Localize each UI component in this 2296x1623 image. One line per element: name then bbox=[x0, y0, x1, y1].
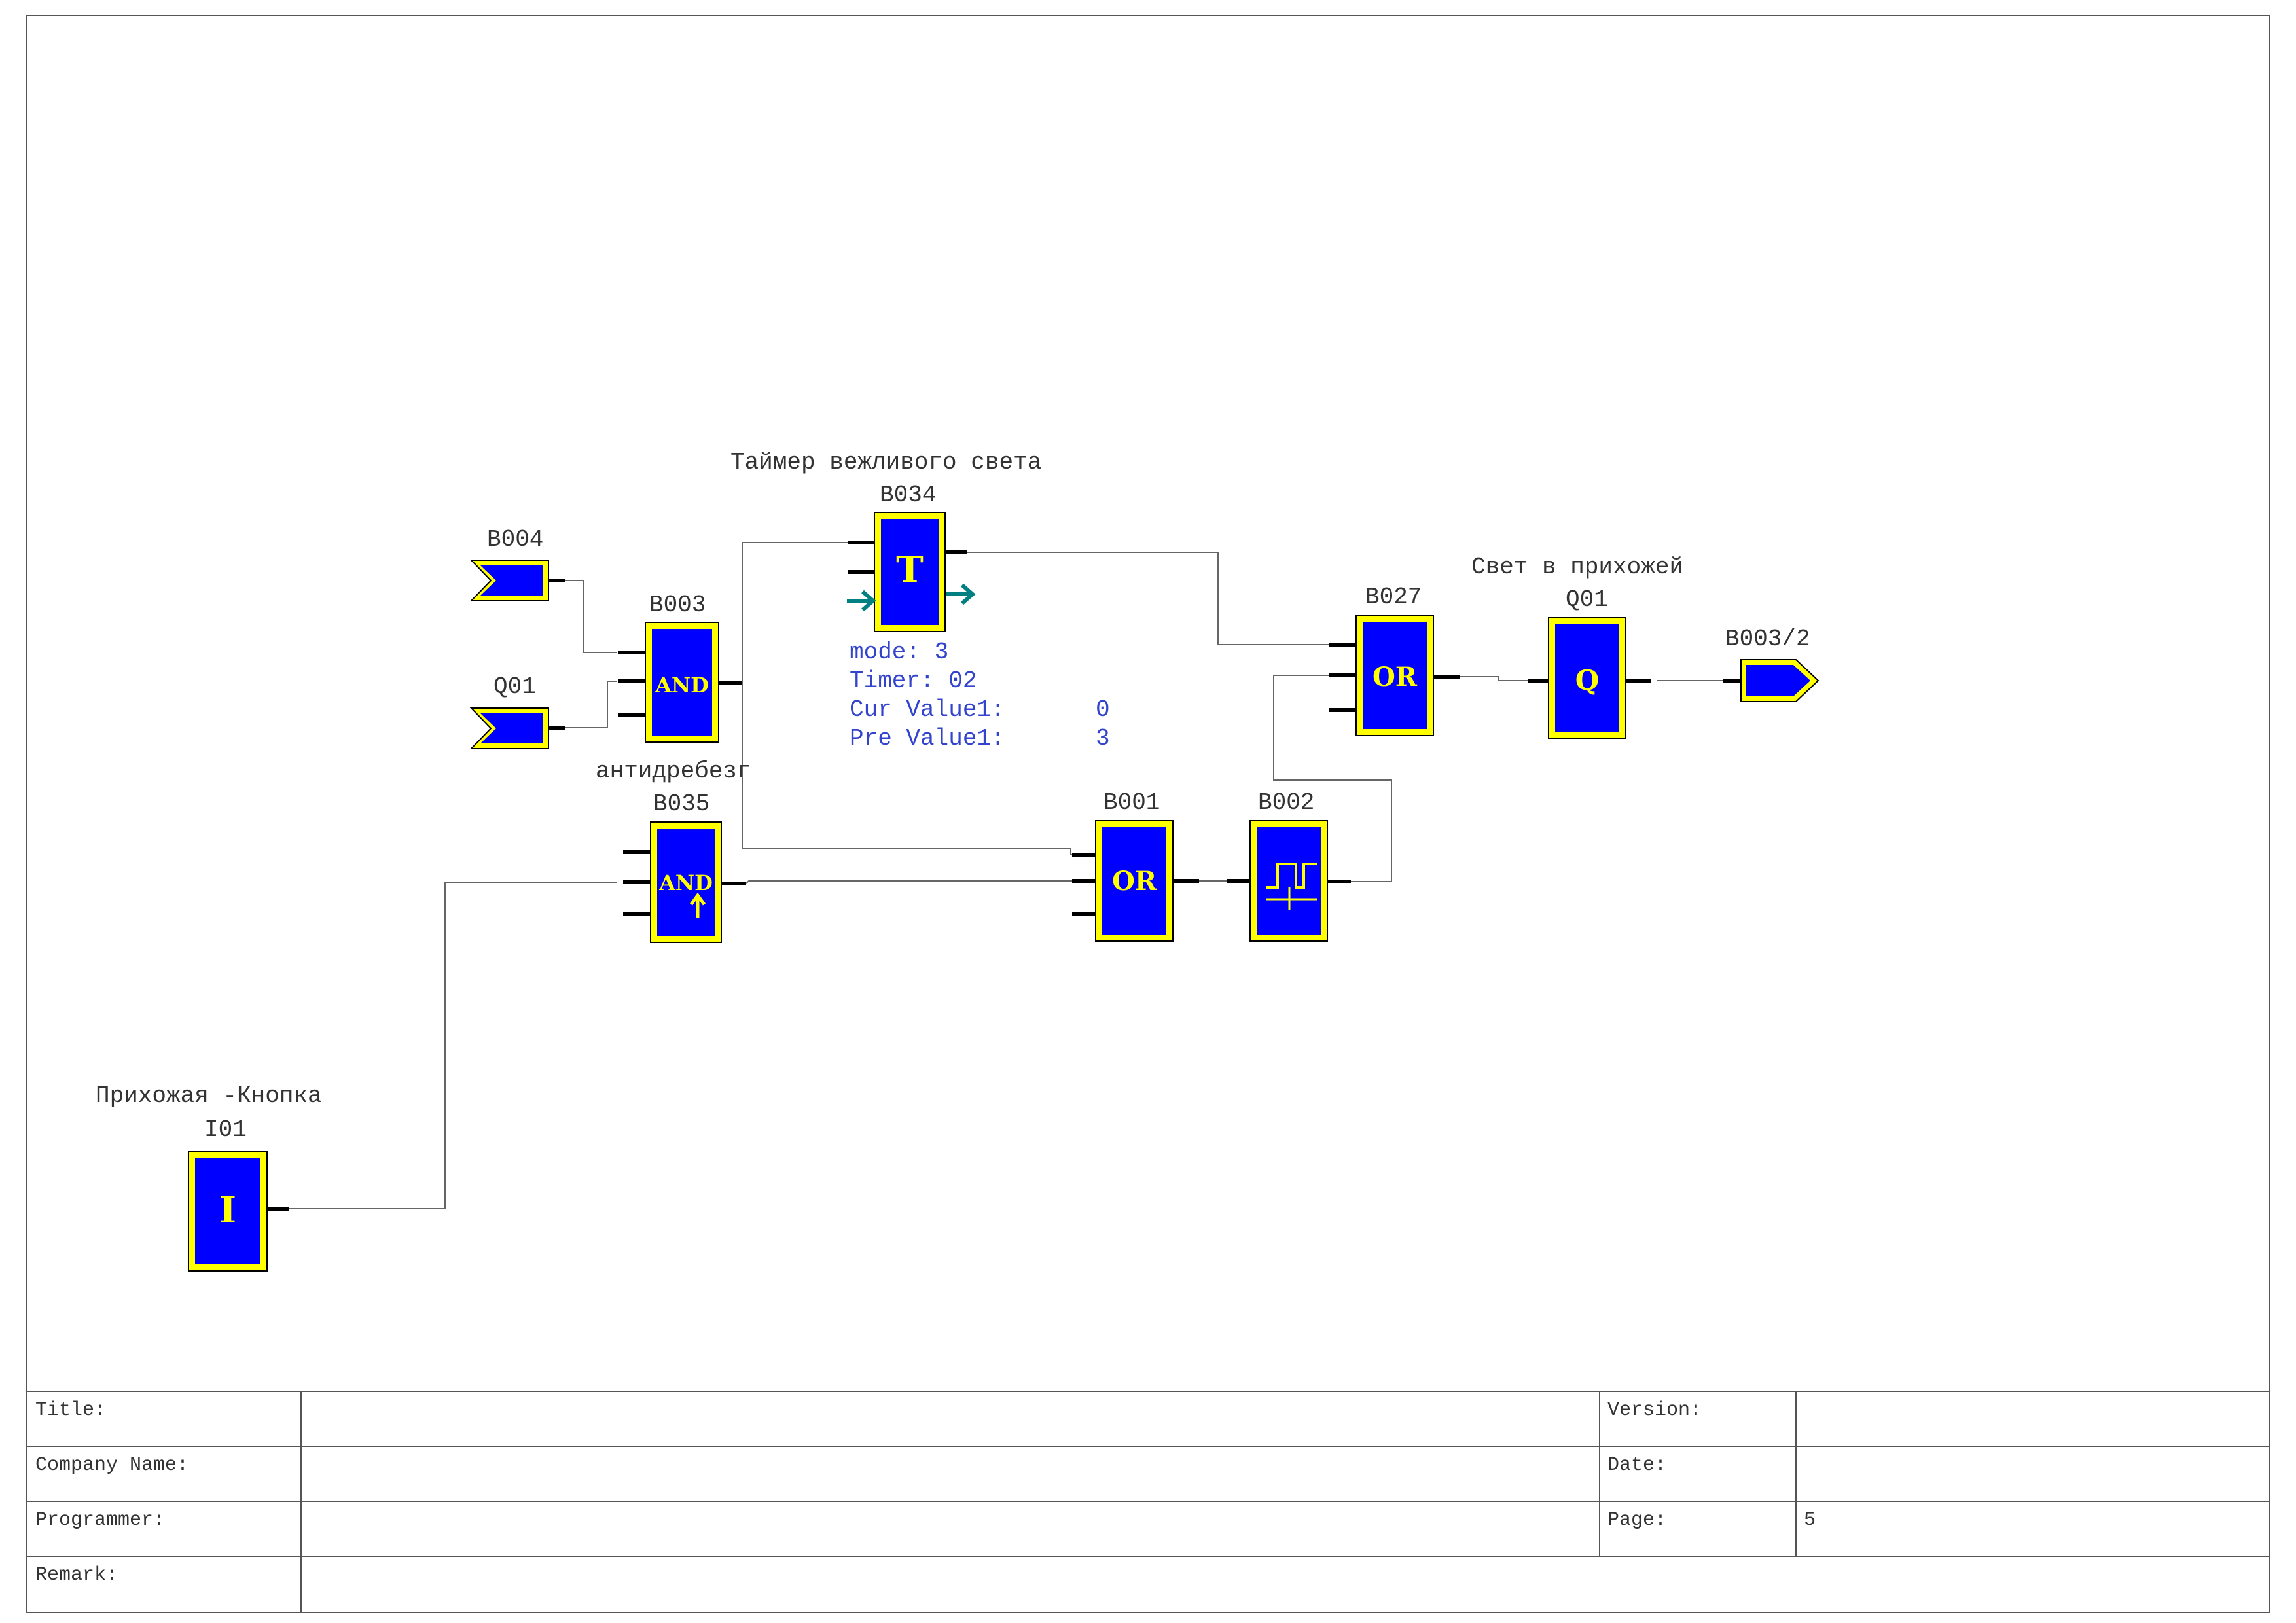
wire-i01-b035 bbox=[288, 882, 617, 1209]
timer-cur-value: 0 bbox=[1096, 696, 1110, 723]
block-b034[interactable]: T bbox=[847, 512, 976, 632]
label-b027: B027 bbox=[1365, 584, 1422, 611]
connector-q01-in[interactable] bbox=[469, 707, 565, 749]
block-q01-symbol: Q bbox=[1575, 664, 1600, 696]
block-i01[interactable]: I bbox=[188, 1151, 289, 1272]
connector-b004[interactable] bbox=[469, 560, 565, 601]
label-b002: B002 bbox=[1258, 789, 1314, 816]
timer-pre-value: 3 bbox=[1096, 725, 1110, 752]
sheet-border bbox=[26, 15, 2270, 1613]
block-b003[interactable]: AND bbox=[618, 622, 742, 743]
page-value[interactable]: 5 bbox=[1804, 1509, 1816, 1531]
block-b001-symbol: OR bbox=[1112, 866, 1157, 897]
button-comment: Прихожая -Кнопка bbox=[96, 1082, 322, 1109]
block-b027-symbol: OR bbox=[1372, 662, 1418, 692]
page-label: Page: bbox=[1607, 1509, 1666, 1531]
connector-b003-2[interactable] bbox=[1723, 659, 1820, 702]
wire-b003-b034 bbox=[740, 542, 848, 684]
timer-input-arrow-icon bbox=[847, 590, 876, 612]
block-b001[interactable]: OR bbox=[1072, 820, 1199, 942]
pulse-waveform-icon bbox=[1266, 863, 1317, 889]
label-b001: B001 bbox=[1103, 789, 1160, 816]
programmer-label: Programmer: bbox=[35, 1509, 165, 1531]
timer-mode: mode: 3 bbox=[850, 639, 948, 666]
label-b003: B003 bbox=[649, 592, 706, 618]
timer-comment: Таймер вежливого света bbox=[730, 449, 1041, 476]
label-b035: B035 bbox=[653, 791, 709, 817]
timer-timer: Timer: 02 bbox=[850, 668, 977, 694]
timer-output-arrow-icon bbox=[946, 583, 976, 605]
block-q01[interactable]: Q bbox=[1528, 617, 1651, 739]
debounce-comment: антидребезг bbox=[596, 758, 751, 785]
block-b002[interactable] bbox=[1227, 820, 1351, 942]
remark-label: Remark: bbox=[35, 1564, 118, 1586]
wires bbox=[288, 542, 1734, 1209]
block-b003-symbol: AND bbox=[655, 673, 709, 698]
date-label: Date: bbox=[1607, 1454, 1666, 1476]
timer-cur-label: Cur Value1: bbox=[850, 696, 1005, 723]
block-b035-symbol: AND bbox=[658, 870, 713, 895]
wire-b004-b003 bbox=[564, 580, 617, 653]
label-q01-in: Q01 bbox=[493, 673, 536, 700]
label-b034: B034 bbox=[880, 482, 936, 508]
version-label: Version: bbox=[1607, 1399, 1702, 1421]
light-comment: Свет в прихожей bbox=[1471, 554, 1683, 580]
wire-b027-q01 bbox=[1460, 676, 1528, 681]
timer-pre-label: Pre Value1: bbox=[850, 725, 1005, 752]
label-q01: Q01 bbox=[1566, 586, 1608, 613]
block-b034-symbol: T bbox=[896, 548, 924, 592]
rising-edge-arrow-icon bbox=[689, 892, 706, 918]
block-i01-symbol: I bbox=[219, 1188, 236, 1232]
block-b035[interactable]: AND bbox=[623, 821, 746, 943]
title-block: Title: Company Name: Programmer: Remark:… bbox=[26, 1391, 2270, 1613]
block-b027[interactable]: OR bbox=[1329, 615, 1460, 736]
title-label: Title: bbox=[35, 1399, 106, 1421]
label-b004: B004 bbox=[487, 526, 543, 553]
wire-b002-b027 bbox=[1273, 675, 1392, 882]
wire-b034-b027 bbox=[967, 552, 1329, 645]
label-i01: I01 bbox=[204, 1116, 247, 1143]
label-b003-2: B003/2 bbox=[1725, 626, 1810, 652]
timer-params: mode: 3 Timer: 02 Cur Value1: 0 Pre Valu… bbox=[850, 639, 1110, 752]
wire-b035-b001 bbox=[745, 880, 1079, 884]
company-label: Company Name: bbox=[35, 1454, 188, 1476]
wire-q01-b003 bbox=[564, 681, 617, 728]
